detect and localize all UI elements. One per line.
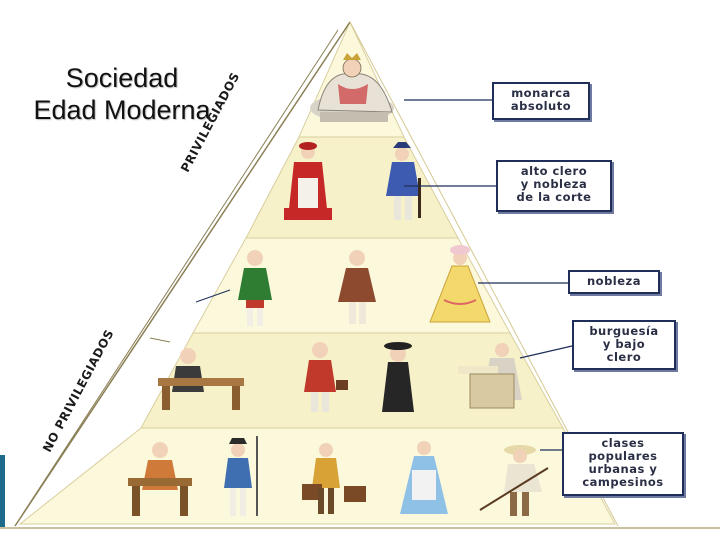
porter-illustration — [302, 443, 366, 514]
pyramid-outline-left-inner — [21, 29, 339, 516]
level-label-nobleza: nobleza — [568, 270, 660, 294]
merchant-at-desk-illustration — [158, 348, 244, 410]
maid-illustration — [400, 441, 448, 514]
level-label-line: clero — [606, 350, 642, 364]
noble-green-coat-illustration — [238, 250, 272, 326]
priest-illustration — [382, 342, 414, 412]
level-label-burguesia-bajo-clero: burguesía y bajo clero — [572, 320, 676, 370]
noble-brown-coat-illustration — [338, 250, 376, 324]
artisan-illustration — [128, 442, 192, 516]
left-edge-strip — [0, 455, 5, 527]
noblewoman-illustration — [429, 245, 491, 323]
title-line-2: Edad Moderna — [33, 95, 211, 125]
level-label-monarca-absoluto: monarca absoluto — [492, 82, 590, 120]
level-label-clases-populares: clases populares urbanas y campesinos — [562, 432, 684, 496]
divider-tick — [149, 337, 171, 343]
level-label-line: urbanas y — [588, 462, 658, 476]
level-label-line: alto clero — [520, 164, 588, 178]
tier-high-clergy-court-nobility — [245, 136, 459, 239]
peasant-illustration — [479, 445, 549, 516]
level-label-line: populares — [588, 449, 658, 463]
cardinal-illustration — [284, 142, 332, 220]
connector-burguesia — [519, 345, 573, 359]
level-label-line: monarca — [511, 86, 571, 100]
level-label-line: campesinos — [582, 475, 664, 489]
level-label-line: y bajo — [602, 337, 646, 351]
connector-left-tick — [195, 289, 231, 303]
level-label-line: burguesía — [589, 324, 659, 338]
pyramid-outline-left — [14, 21, 351, 527]
courtier-illustration — [386, 142, 421, 220]
title-line-1: Sociedad — [65, 63, 179, 93]
level-label-line: clases — [601, 436, 645, 450]
bourgeois-man-illustration — [304, 342, 348, 412]
bottom-border — [0, 527, 720, 529]
soldier-illustration — [224, 436, 258, 516]
level-label-line: y nobleza — [520, 177, 588, 191]
level-label-line: nobleza — [586, 274, 641, 288]
level-label-line: absoluto — [510, 99, 572, 113]
monarch-illustration — [310, 53, 394, 122]
page-title: Sociedad Edad Moderna — [8, 62, 236, 126]
level-label-line: de la corte — [516, 190, 592, 204]
scribe-woman-illustration — [458, 343, 522, 409]
level-label-alto-clero-nobleza-corte: alto clero y nobleza de la corte — [496, 160, 612, 212]
